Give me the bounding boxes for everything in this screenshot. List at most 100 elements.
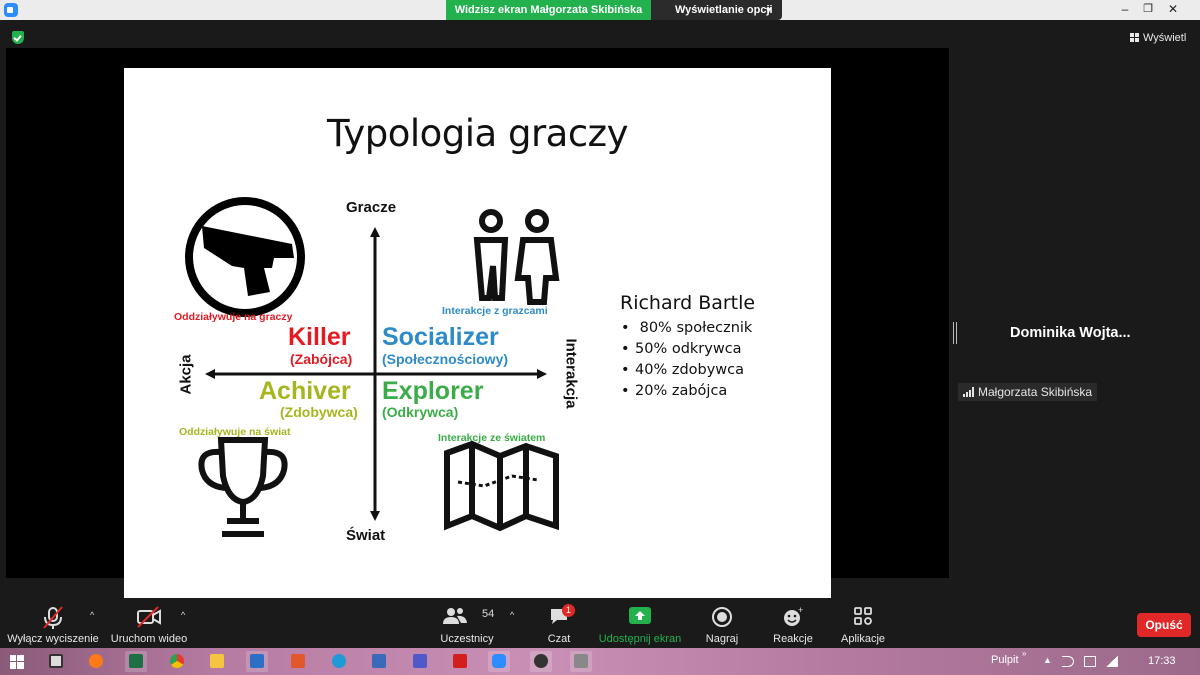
view-options-dropdown[interactable]: Wyświetlanie opcji ▼ [651,0,782,20]
network-icon[interactable] [1106,656,1118,667]
taskbar-office[interactable] [287,651,309,672]
screen-share-banner: Widzisz ekran Małgorzata Skibińska [446,0,651,20]
maximize-button[interactable]: ❐ [1143,3,1153,15]
unmute-button[interactable]: Wyłącz wyciszenie [4,602,102,646]
participants-options-caret-icon[interactable]: ^ [510,610,515,620]
word-icon [250,654,264,668]
teams-icon [413,654,427,668]
sharer-name: Małgorzata Skibińska [978,385,1093,399]
axis-label-left: Akcja [177,354,195,395]
axis-label-top: Gracze [346,199,397,216]
tray-show-hidden-icon[interactable]: ▲ [1043,655,1052,665]
bartle-item: 40% zdobywca [621,360,752,381]
taskbar-file-explorer[interactable] [206,651,228,672]
killer-subtitle: (Zabójca) [290,351,353,367]
socializer-subtitle: (Społecznościowy) [382,351,509,367]
close-button[interactable]: ✕ [1167,2,1179,16]
grid-view-icon [1130,33,1139,42]
explorer-subtitle: (Odkrywca) [382,404,459,420]
taskbar-media[interactable] [570,651,592,672]
7zip-icon [49,654,63,668]
firefox-icon [89,654,103,668]
security-shield-icon[interactable] [12,31,24,44]
explorer-caption: Interakcje ze światem [438,432,546,444]
taskbar-edge[interactable] [328,651,350,672]
apps-label: Aplikacje [840,633,886,645]
audio-options-caret-icon[interactable]: ^ [90,610,95,620]
reactions-button[interactable]: + Reakcje [768,602,818,646]
pane-resize-handle[interactable] [953,322,957,344]
chat-label: Czat [547,633,571,645]
view-button[interactable]: Wyświetl [1130,30,1186,46]
view-button-label: Wyświetl [1143,32,1187,44]
apps-button[interactable]: Aplikacje [836,602,890,646]
taskbar-writer[interactable] [368,651,390,672]
taskbar-excel[interactable] [125,651,147,672]
media-icon [574,654,588,668]
chrome-icon [170,654,184,668]
taskbar-7zip[interactable] [45,651,67,672]
unmute-label: Wyłącz wyciszenie [7,633,99,645]
battery-icon[interactable] [1084,656,1096,667]
obs-icon [534,654,548,668]
windows-start-icon[interactable] [10,655,24,669]
taskbar-acrobat[interactable] [449,651,471,672]
sharer-name-label: Małgorzata Skibińska [958,383,1098,401]
bartle-heading: Richard Bartle [620,292,756,314]
bartle-item: 80% społecznik [621,318,753,339]
participant-tile-name[interactable]: Dominika Wojta... [1010,325,1131,341]
trophy-icon [198,437,288,537]
reaction-smiley-icon: + [784,606,803,626]
socializer-caption: Interakcje z grazcami [442,305,548,317]
explorer-type: Explorer [382,377,484,405]
taskbar-obs[interactable] [530,651,552,672]
svg-text:+: + [798,606,803,615]
share-screen-button[interactable]: Udostępnij ekran [596,602,684,646]
pistol-icon [185,197,305,317]
record-button[interactable]: Nagraj [698,602,746,646]
tray-chevron-icon[interactable]: » [1022,649,1027,658]
typology-axes [185,197,560,537]
acrobat-icon [453,654,467,668]
video-options-caret-icon[interactable]: ^ [181,610,186,620]
map-icon [444,440,559,532]
achiever-type: Achiver [259,377,351,405]
socializer-type: Socializer [382,323,499,351]
writer-icon [372,654,386,668]
microphone-muted-icon [43,606,63,629]
minimize-button[interactable]: – [1121,2,1129,16]
meeting-toolbar: Wyłącz wyciszenie ^ Uruchom wideo ^ 54 U… [0,598,1200,648]
killer-caption: Oddziaływuje na graczy [174,311,293,323]
participants-count: 54 [482,608,495,620]
killer-type: Killer [288,323,351,351]
start-video-button[interactable]: Uruchom wideo [106,602,192,646]
speaker-icon[interactable] [1062,656,1074,667]
participants-icon [442,608,467,624]
excel-icon [129,654,143,668]
taskbar-chrome[interactable] [166,651,188,672]
participants-button[interactable]: 54 Uczestnicy [436,602,498,646]
taskbar-firefox[interactable] [85,651,107,672]
window-titlebar: Widzisz ekran Małgorzata Skibińska Wyświ… [0,0,1200,20]
axis-label-right: Interakcja [562,338,580,409]
taskbar-word[interactable] [246,651,268,672]
chat-badge: 1 [562,604,575,617]
record-label: Nagraj [705,633,739,645]
windows-taskbar [0,648,1200,675]
share-screen-icon [629,607,651,624]
share-screen-label: Udostępnij ekran [598,633,682,645]
edge-icon [332,654,346,668]
zoom-icon [492,654,506,668]
taskbar-clock[interactable]: 17:33 [1148,655,1176,667]
taskbar-teams[interactable] [409,651,431,672]
slide-title: Typologia graczy [326,112,629,155]
record-icon [712,607,732,627]
folder-icon [210,654,224,668]
office-icon [291,654,305,668]
leave-meeting-button[interactable]: Opuść [1137,613,1191,637]
chat-button[interactable]: 1 Czat [536,602,582,646]
signal-strength-icon [963,387,975,397]
taskbar-zoom[interactable] [488,651,510,672]
camera-off-icon [137,606,161,628]
tray-desktop-label[interactable]: Pulpit [991,654,1019,666]
